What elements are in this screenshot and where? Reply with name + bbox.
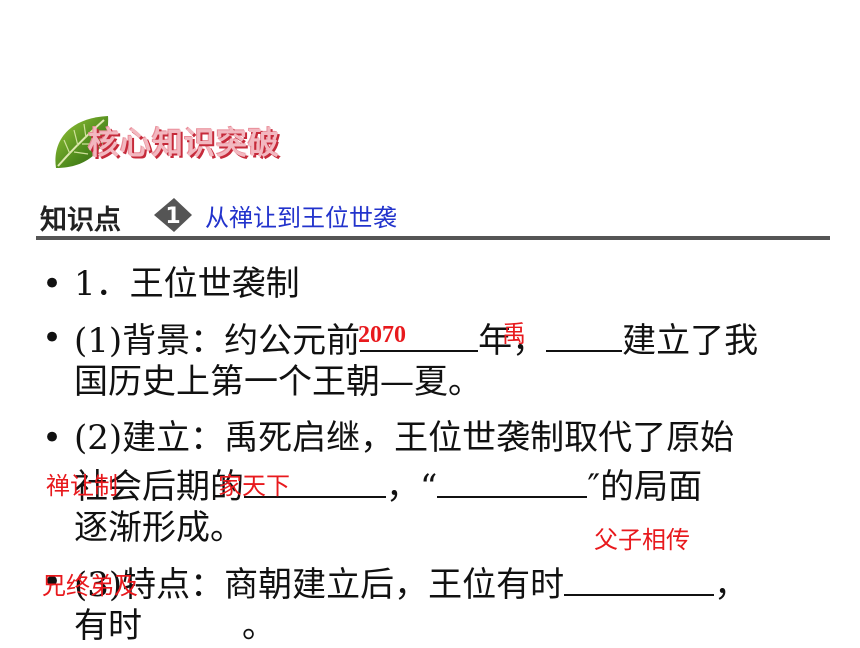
text: 年，: [478, 321, 547, 361]
text: 有时: [74, 606, 142, 646]
bullet: •: [42, 264, 63, 304]
item-background-line2: 国历史上第一个王朝—夏。: [74, 362, 482, 402]
knowledge-point-number: 1: [165, 204, 180, 229]
text: (1)背景：约公元前: [74, 321, 361, 361]
knowledge-point-label: 知识点: [40, 205, 121, 236]
divider: [36, 236, 830, 240]
answer-blank: [437, 462, 588, 498]
item-establish-line2: 社会后期的 ，“ ″的局面: [74, 462, 702, 509]
text: ，: [714, 565, 749, 605]
number-badge-icon: 1: [154, 198, 192, 232]
answer-founder: 禹: [502, 320, 526, 348]
answer-brothers: 兄终弟及: [42, 572, 138, 600]
item-establish-line3: 逐渐形成。: [74, 508, 244, 548]
text: ，“: [386, 467, 438, 507]
answer-father-son: 父子相传: [594, 526, 690, 554]
answer-system: 禅让制: [46, 472, 118, 500]
answer-year: 2070: [358, 322, 406, 348]
answer-world: 家天下: [218, 472, 290, 500]
section-title: 核心知识突破: [88, 126, 280, 162]
text: ″的局面: [587, 467, 703, 507]
answer-blank: [546, 316, 623, 352]
text: 。: [242, 606, 276, 646]
answer-blank: [360, 316, 479, 352]
text: (3)特点：商朝建立后，王位有时: [74, 565, 565, 605]
leaf-icon: [55, 116, 109, 168]
item-feature-line2: 有时 。: [74, 604, 276, 648]
bullet: •: [42, 318, 63, 358]
item-heading: 1．王位世袭制: [74, 264, 300, 304]
text: 社会后期的: [74, 467, 244, 507]
bullet: •: [42, 562, 63, 602]
answer-blank: [244, 462, 386, 498]
knowledge-point-topic: 从禅让到王位世袭: [205, 204, 397, 232]
text: 建立了我: [622, 321, 759, 361]
item-establish-line1: (2)建立：禹死启继，王位世袭制取代了原始: [74, 418, 735, 458]
item-background-line1: (1)背景：约公元前 年， 建立了我: [74, 316, 758, 363]
answer-blank: [564, 560, 715, 596]
bullet: •: [42, 418, 63, 458]
item-feature-line1: (3)特点：商朝建立后，王位有时 ，: [74, 560, 748, 607]
